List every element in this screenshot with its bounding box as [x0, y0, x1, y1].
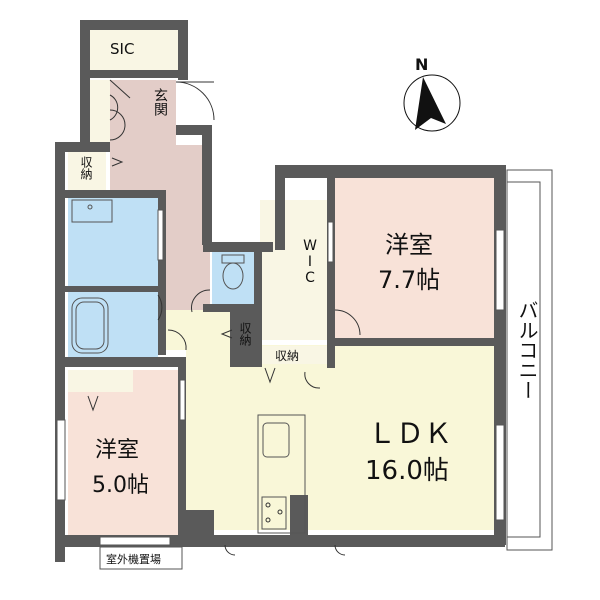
wall: [55, 142, 65, 562]
wall: [203, 242, 273, 252]
bedroom2-name: 洋室: [95, 438, 140, 463]
wall: [65, 357, 185, 367]
bedroom2-room: [68, 370, 180, 535]
wall: [230, 312, 260, 367]
bedroom1-room: [334, 178, 494, 338]
genkan-room: [110, 80, 176, 145]
wic-room: [260, 200, 327, 340]
wall: [275, 165, 285, 250]
wall: [290, 495, 308, 540]
bedroom1-name: 洋室: [385, 231, 433, 259]
ldk-name: ＬＤＫ: [368, 417, 453, 450]
wall: [178, 20, 188, 80]
wall: [90, 70, 180, 78]
sic-label: SIC: [110, 40, 135, 58]
wall: [186, 510, 214, 540]
wall: [202, 125, 212, 245]
wall: [335, 338, 495, 346]
hallway: [110, 145, 210, 190]
wall: [178, 357, 186, 537]
wall: [158, 190, 166, 355]
genkan-label: 玄関: [152, 88, 168, 116]
wall: [65, 286, 165, 292]
genkan-shoe-storage: [90, 80, 110, 145]
closet-bedroom2: [68, 370, 133, 392]
outdoor-unit-label: 室外機置場: [106, 553, 161, 566]
wall: [275, 165, 505, 178]
ldk-upper: [165, 310, 235, 350]
washroom: [68, 198, 158, 286]
wall: [55, 142, 110, 152]
storage-entry-label: 収納: [79, 156, 93, 180]
toilet: [212, 252, 254, 304]
wall: [254, 242, 262, 367]
bedroom2-size: 5.0帖: [92, 473, 149, 498]
ldk-size: 16.0帖: [365, 456, 449, 486]
storage-wide-room: [262, 346, 328, 364]
wall: [80, 20, 90, 148]
compass-label: N: [415, 55, 429, 74]
storage-center-label: 収納: [238, 322, 252, 346]
wic-label: WIC: [302, 238, 318, 286]
storage-wide-label: 収納: [275, 349, 300, 363]
bedroom1-size: 7.7帖: [378, 266, 441, 294]
bathroom: [68, 292, 158, 357]
wall: [80, 20, 188, 30]
ldk-room: [186, 345, 494, 530]
wall: [176, 125, 212, 135]
sic-room: [90, 30, 180, 70]
storage-entry-room: [68, 152, 106, 190]
balcony-label: バルコニー: [515, 300, 539, 400]
wall: [327, 178, 335, 368]
wall: [203, 304, 258, 312]
wall: [65, 190, 165, 198]
